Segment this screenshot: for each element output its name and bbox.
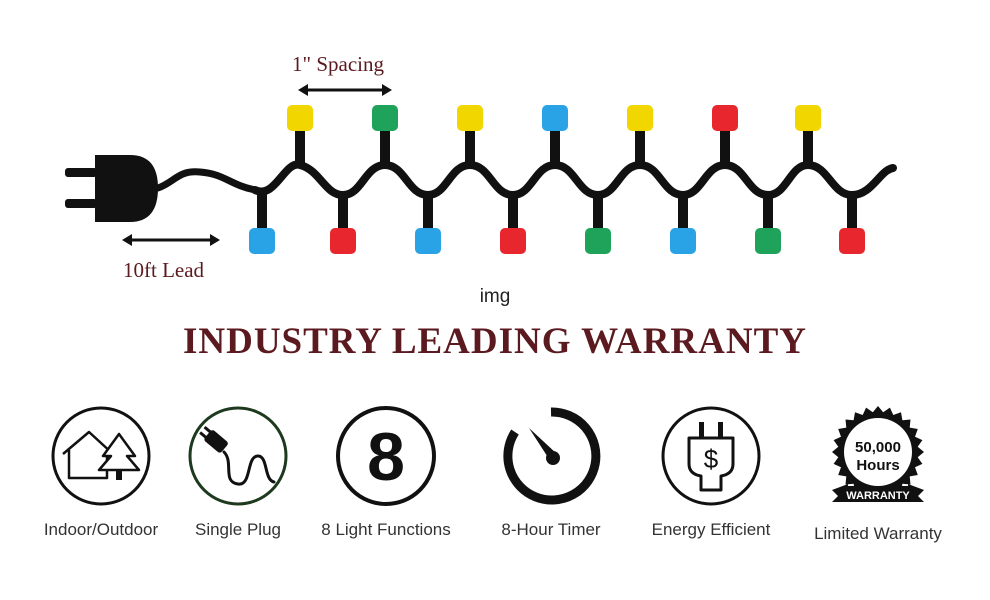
bulb-socket	[508, 192, 518, 241]
feature-label: 8 Light Functions	[321, 520, 451, 539]
warranty-badge-icon: 50,000 Hours WARRANTY	[832, 406, 924, 502]
plug-icon	[65, 155, 259, 222]
plug-cord-icon	[188, 406, 288, 506]
bottom-bulb	[670, 228, 696, 254]
top-bulb	[627, 105, 653, 131]
bulb-socket	[763, 192, 773, 241]
bulb-socket	[550, 118, 560, 168]
bottom-bulb	[585, 228, 611, 254]
timer-icon	[503, 407, 601, 505]
bulb-socket	[338, 192, 348, 241]
top-bulb	[795, 105, 821, 131]
energy-plug-dollar-icon: $	[661, 406, 761, 506]
feature-light-functions: 8 8 Light Functions	[311, 404, 461, 540]
feature-energy-efficient: $ Energy Efficient	[636, 404, 786, 540]
feature-indoor-outdoor: Indoor/Outdoor	[26, 404, 176, 540]
number-8-icon: 8	[336, 406, 436, 506]
bottom-bulbs	[249, 192, 865, 254]
top-bulb	[712, 105, 738, 131]
top-bulb	[372, 105, 398, 131]
bottom-bulb	[755, 228, 781, 254]
number-8-glyph: 8	[367, 419, 405, 495]
light-string-diagram	[65, 84, 897, 254]
bulb-socket	[847, 192, 857, 241]
bottom-bulb	[415, 228, 441, 254]
top-bulbs	[287, 105, 821, 168]
feature-limited-warranty: 50,000 Hours WARRANTY Limited Warranty	[803, 404, 953, 544]
warranty-ribbon-text: WARRANTY	[846, 490, 910, 502]
bulb-socket	[295, 118, 305, 168]
feature-label: Indoor/Outdoor	[43, 520, 159, 539]
top-bulb	[542, 105, 568, 131]
headline: INDUSTRY LEADING WARRANTY	[182, 321, 807, 362]
feature-single-plug: Single Plug	[163, 404, 313, 540]
bulb-socket	[678, 192, 688, 241]
bulb-socket	[635, 118, 645, 168]
light-string-wire	[251, 160, 897, 200]
bulb-socket	[257, 192, 267, 241]
feature-label: Limited Warranty	[814, 524, 942, 543]
bottom-bulb	[839, 228, 865, 254]
top-bulb	[287, 105, 313, 131]
lead-arrow	[122, 234, 220, 246]
bottom-bulb	[500, 228, 526, 254]
bulb-socket	[465, 118, 475, 168]
bulb-socket	[720, 118, 730, 168]
feature-timer: 8-Hour Timer	[476, 404, 626, 540]
feature-label: Energy Efficient	[651, 520, 771, 539]
image-caption: img	[479, 286, 511, 307]
top-bulb	[457, 105, 483, 131]
spacing-label: 1" Spacing	[292, 52, 384, 76]
house-tree-icon	[51, 406, 151, 506]
bottom-bulb	[249, 228, 275, 254]
bottom-bulb	[330, 228, 356, 254]
dollar-glyph: $	[704, 444, 719, 474]
bulb-socket	[380, 118, 390, 168]
bulb-socket	[593, 192, 603, 241]
badge-line1: 50,000	[855, 439, 901, 456]
feature-label: 8-Hour Timer	[501, 520, 601, 539]
bulb-socket	[423, 192, 433, 241]
badge-line2: Hours	[856, 457, 899, 474]
spacing-arrow	[298, 84, 392, 96]
lead-label: 10ft Lead	[123, 258, 205, 282]
bulb-socket	[803, 118, 813, 168]
feature-label: Single Plug	[194, 520, 281, 539]
